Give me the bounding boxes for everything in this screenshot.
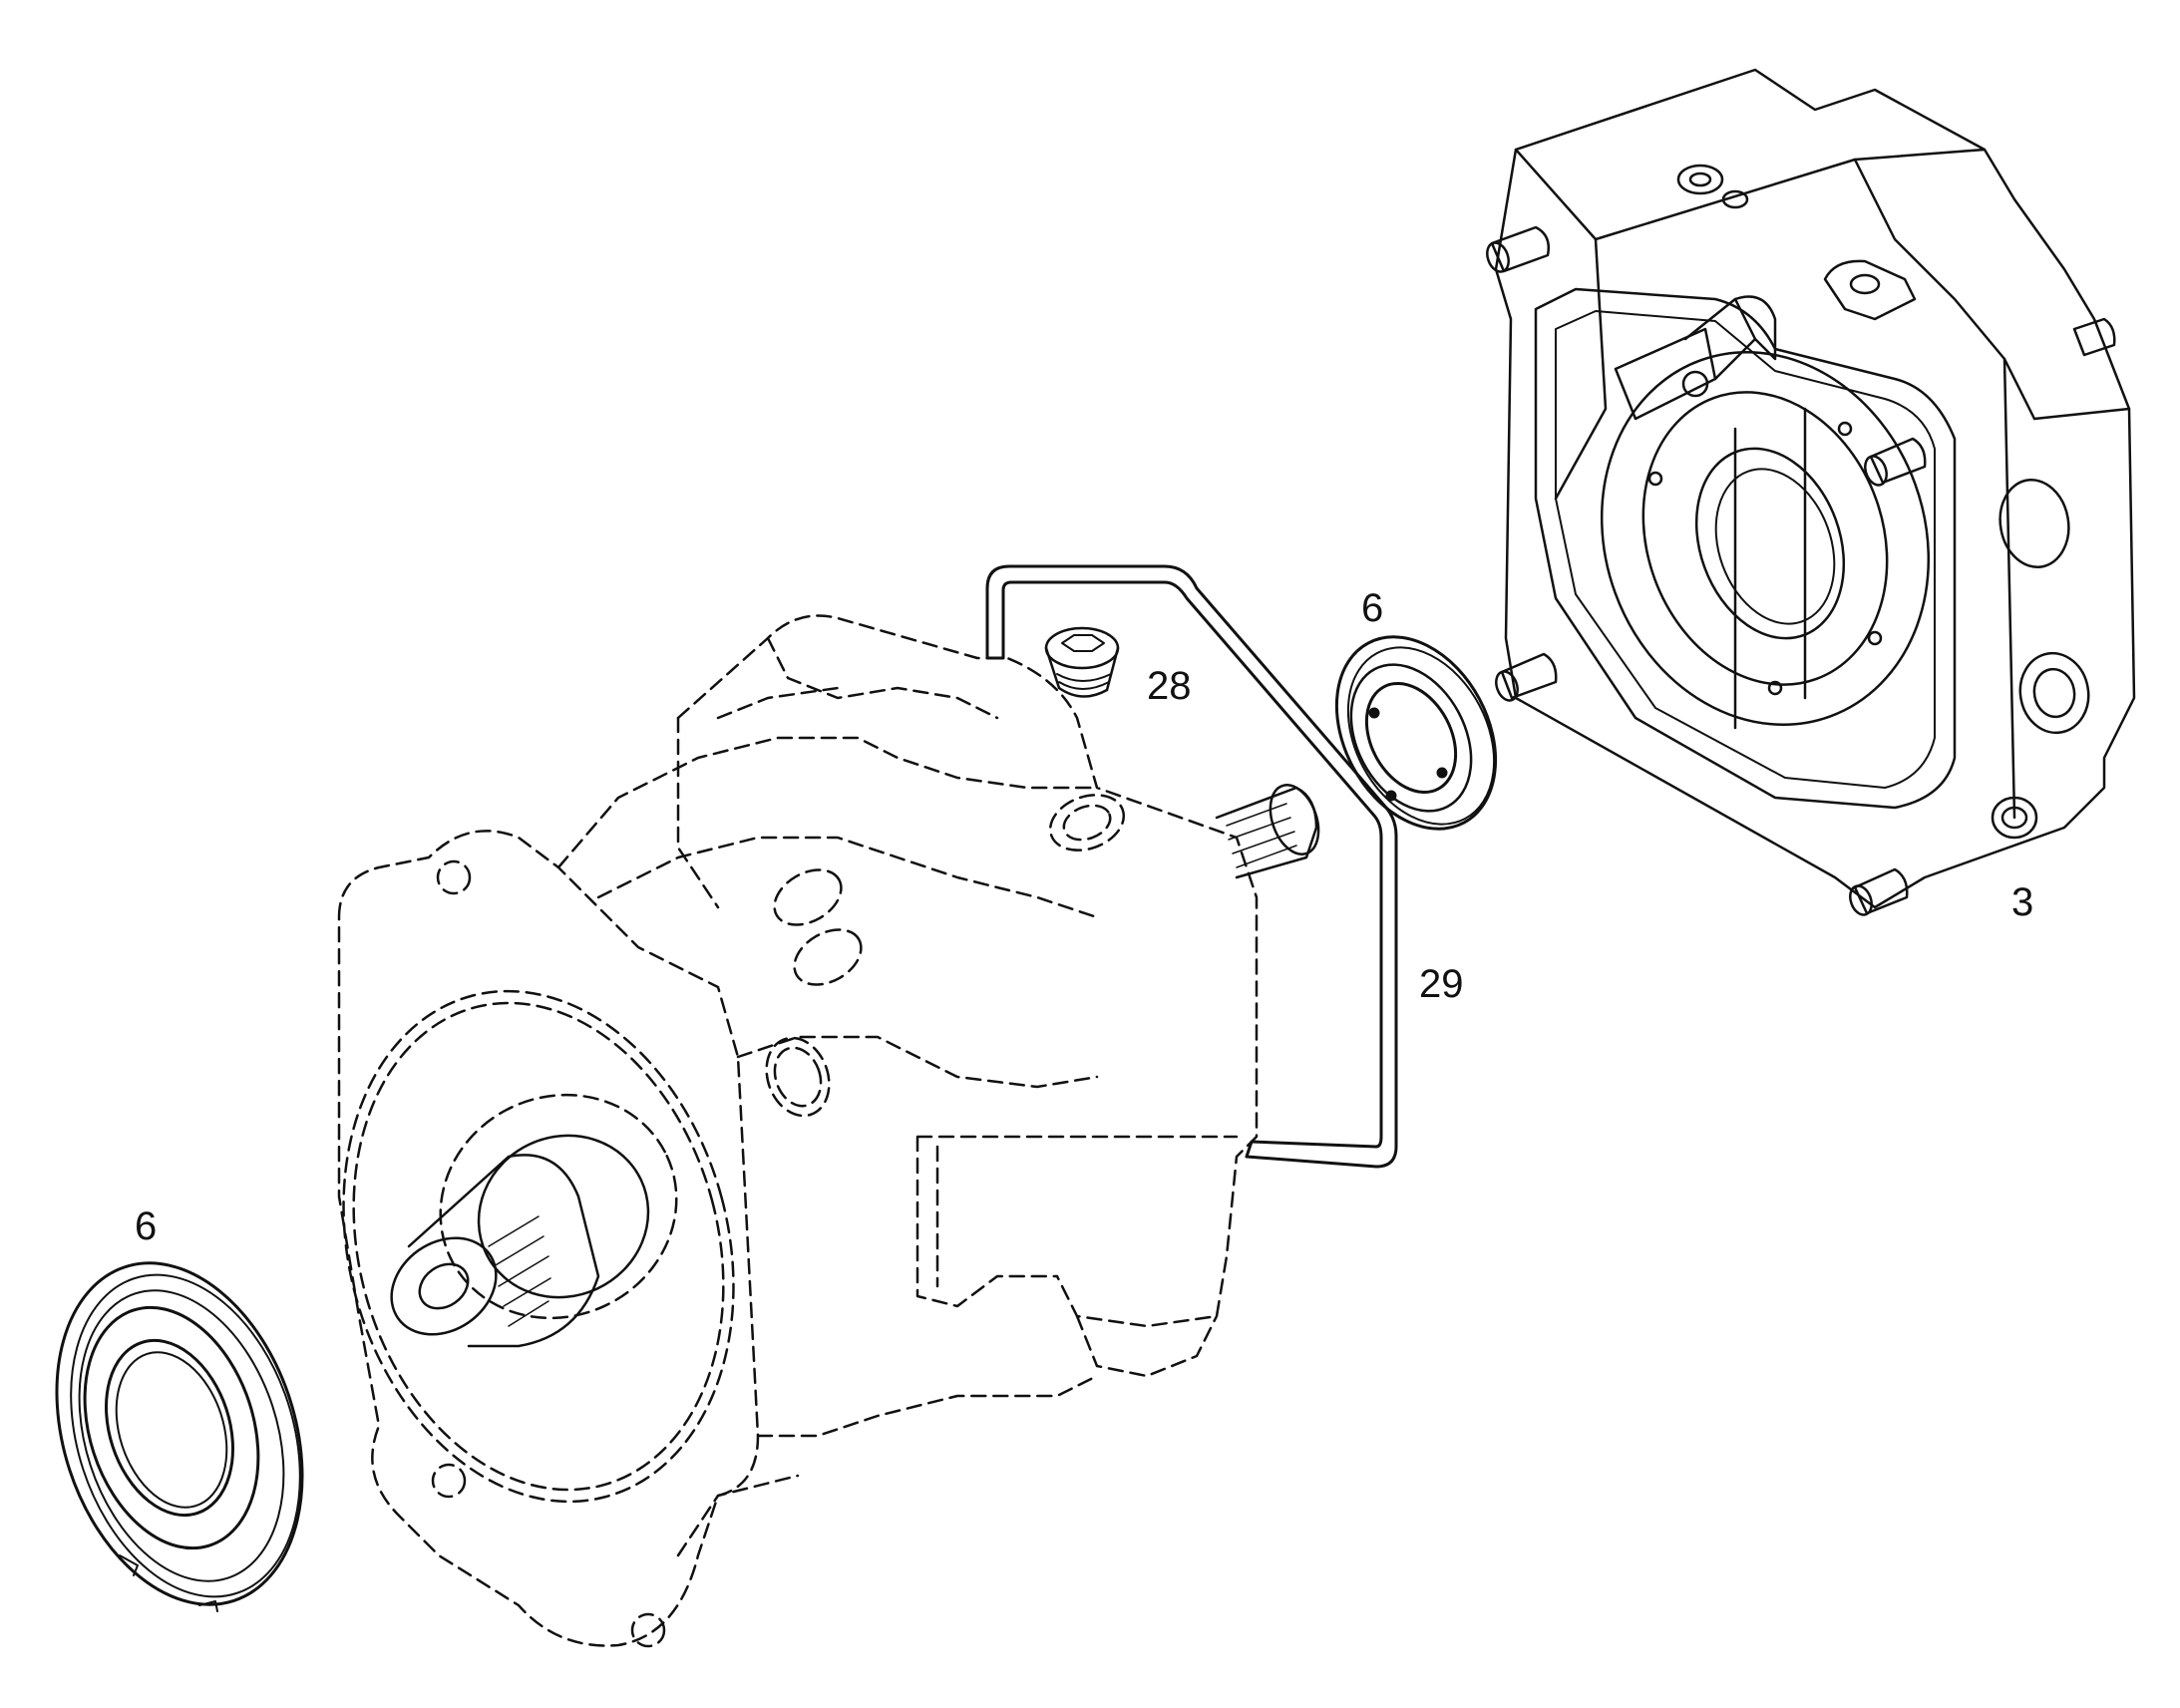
- callout-plug: 28: [1147, 664, 1192, 708]
- pump-housing: [337, 614, 1259, 1648]
- callout-shaft-seal-left: 6: [135, 1204, 158, 1248]
- callout-o-ring: 29: [1419, 962, 1464, 1006]
- o-ring: [985, 564, 1398, 1169]
- end-cover: [1486, 68, 2136, 916]
- plug: [1044, 626, 1120, 698]
- callout-end-cover: 3: [2011, 880, 2034, 924]
- drive-shaft: [390, 784, 1320, 1348]
- shaft-seal-left: [55, 1261, 304, 1612]
- callout-shaft-seal-right: 6: [1361, 586, 1384, 630]
- shaft-seal-right: [1334, 635, 1498, 831]
